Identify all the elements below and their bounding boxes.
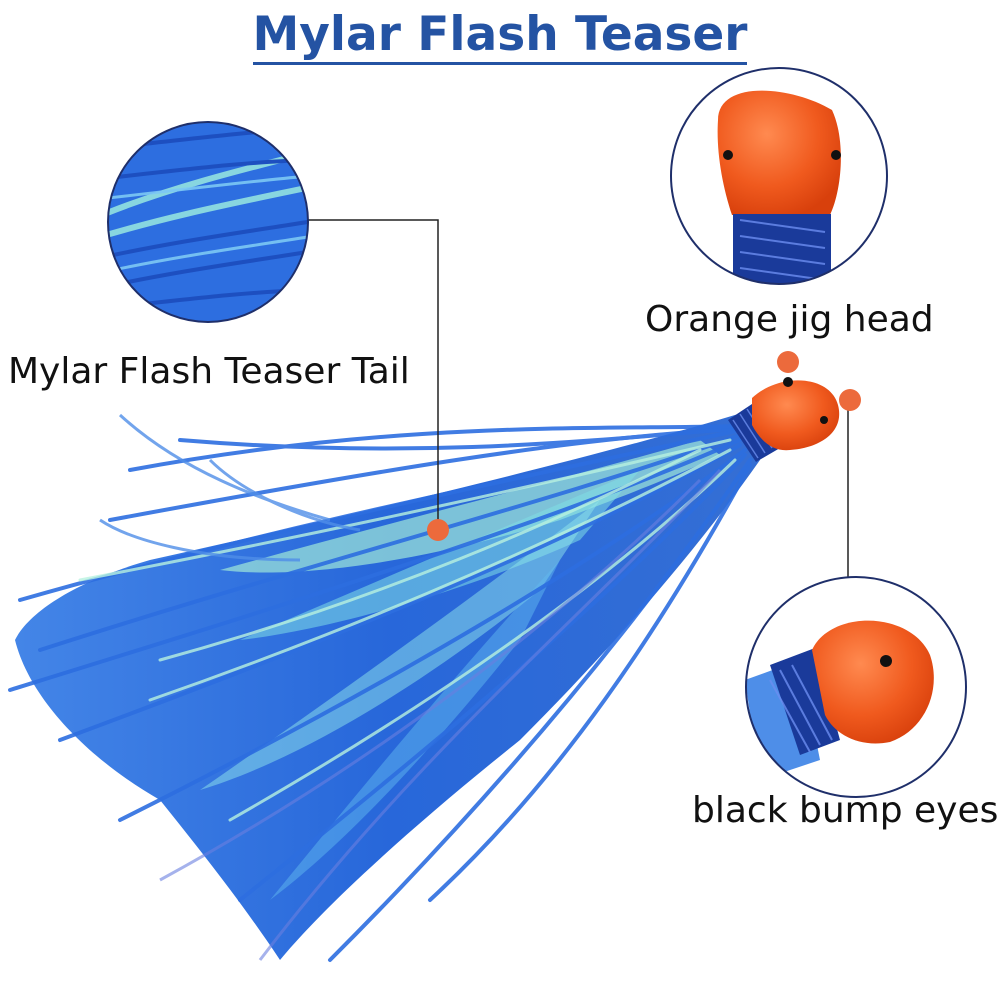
callout-dot-eyes xyxy=(839,389,861,411)
main-jig-head xyxy=(728,377,840,462)
detail-circle-eyes xyxy=(745,576,967,798)
detail-circle-tail xyxy=(107,121,309,323)
label-bump-eyes: black bump eyes xyxy=(692,790,999,831)
callout-dot-tail xyxy=(427,519,449,541)
label-jig-head: Orange jig head xyxy=(645,299,934,340)
mylar-skirt xyxy=(8,412,760,962)
detail-circle-head xyxy=(670,67,888,285)
page-title-text: Mylar Flash Teaser xyxy=(252,7,748,65)
callout-dot-head xyxy=(777,351,799,373)
label-teaser-tail: Mylar Flash Teaser Tail xyxy=(8,351,410,392)
page-title: Mylar Flash Teaser xyxy=(0,4,1000,66)
